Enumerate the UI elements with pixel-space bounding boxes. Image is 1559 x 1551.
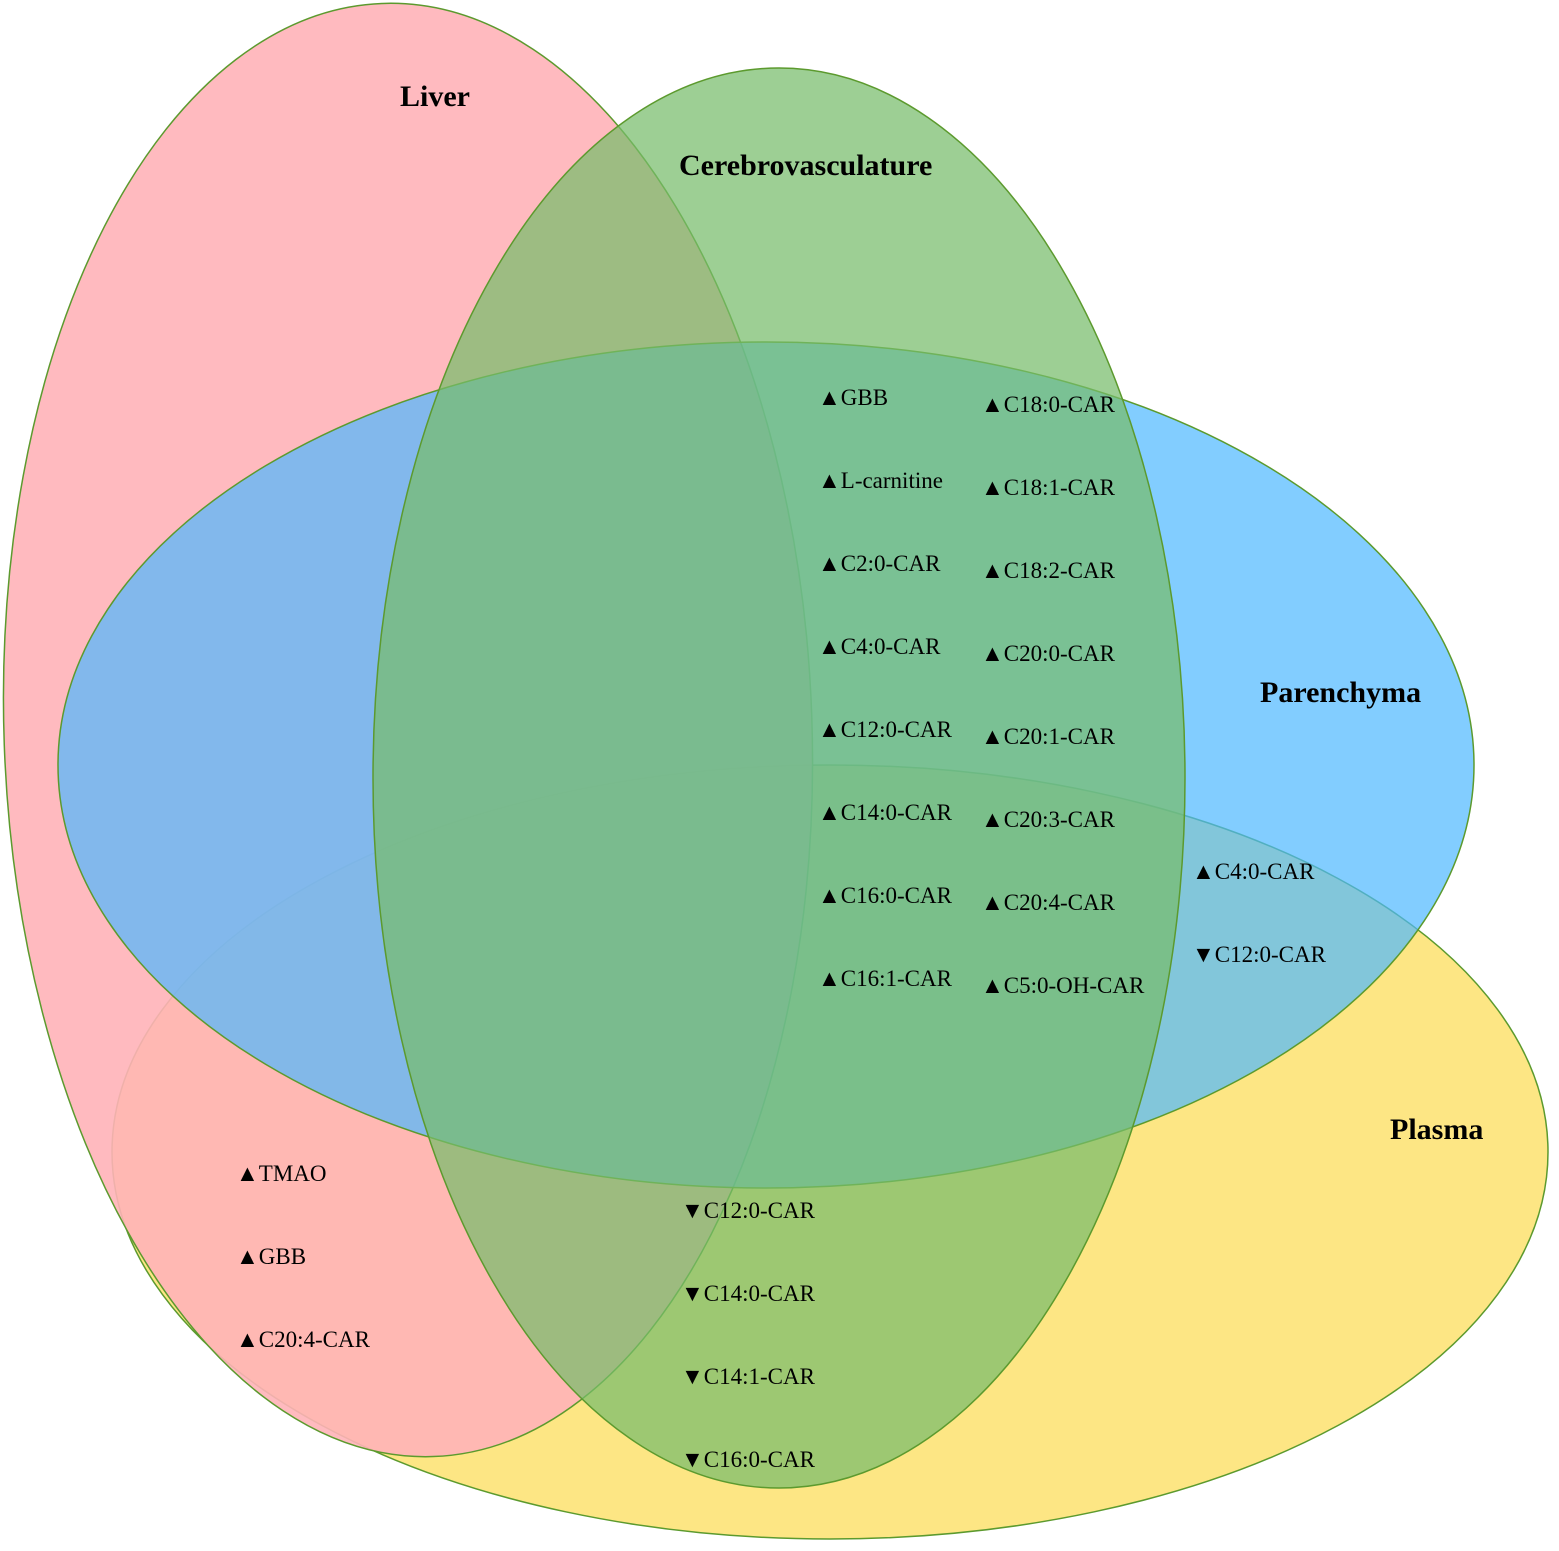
list-item: ▼C14:1-CAR bbox=[681, 1364, 816, 1389]
list-item: ▼C14:0-CAR bbox=[681, 1281, 816, 1306]
cerebro-parenchyma-items-col2: ▲C18:0-CAR ▲C18:1-CAR ▲C18:2-CAR ▲C20:0-… bbox=[981, 392, 1145, 998]
list-item: ▲C20:3-CAR bbox=[981, 807, 1116, 832]
parenchyma-plasma-items: ▲C4:0-CAR ▼C12:0-CAR bbox=[1192, 859, 1327, 967]
list-item: ▲C20:4-CAR bbox=[981, 890, 1116, 915]
list-item: ▼C12:0-CAR bbox=[1192, 942, 1327, 967]
list-item: ▲C4:0-CAR bbox=[1192, 859, 1315, 884]
cerebrovasculature-set-ellipse bbox=[372, 67, 1186, 1489]
list-item: ▲C12:0-CAR bbox=[818, 717, 953, 742]
list-item: ▲C5:0-OH-CAR bbox=[981, 973, 1145, 998]
list-item: ▲C20:1-CAR bbox=[981, 724, 1116, 749]
list-item: ▲L-carnitine bbox=[818, 468, 943, 493]
list-item: ▼C16:0-CAR bbox=[681, 1447, 816, 1472]
list-item: ▲C2:0-CAR bbox=[818, 551, 941, 576]
plasma-label: Plasma bbox=[1390, 1113, 1483, 1146]
list-item: ▲C18:2-CAR bbox=[981, 558, 1116, 583]
list-item: ▲C16:1-CAR bbox=[818, 966, 953, 991]
list-item: ▲C18:0-CAR bbox=[981, 392, 1116, 417]
list-item: ▲C20:4-CAR bbox=[236, 1327, 371, 1352]
liver-plasma-items: ▲TMAO ▲GBB ▲C20:4-CAR bbox=[236, 1161, 371, 1352]
list-item: ▲C20:0-CAR bbox=[981, 641, 1116, 666]
list-item: ▲GBB bbox=[236, 1244, 306, 1269]
list-item: ▲C18:1-CAR bbox=[981, 475, 1116, 500]
list-item: ▲C16:0-CAR bbox=[818, 883, 953, 908]
list-item: ▲TMAO bbox=[236, 1161, 326, 1186]
liver-label: Liver bbox=[400, 80, 470, 113]
cerebro-parenchyma-items-col1: ▲GBB ▲L-carnitine ▲C2:0-CAR ▲C4:0-CAR ▲C… bbox=[818, 385, 953, 991]
list-item: ▲GBB bbox=[818, 385, 888, 410]
cerebrovasculature-label: Cerebrovasculature bbox=[679, 149, 932, 182]
parenchyma-label: Parenchyma bbox=[1260, 676, 1421, 709]
list-item: ▼C12:0-CAR bbox=[681, 1198, 816, 1223]
cerebro-plasma-items: ▼C12:0-CAR ▼C14:0-CAR ▼C14:1-CAR ▼C16:0-… bbox=[681, 1198, 816, 1472]
list-item: ▲C14:0-CAR bbox=[818, 800, 953, 825]
list-item: ▲C4:0-CAR bbox=[818, 634, 941, 659]
